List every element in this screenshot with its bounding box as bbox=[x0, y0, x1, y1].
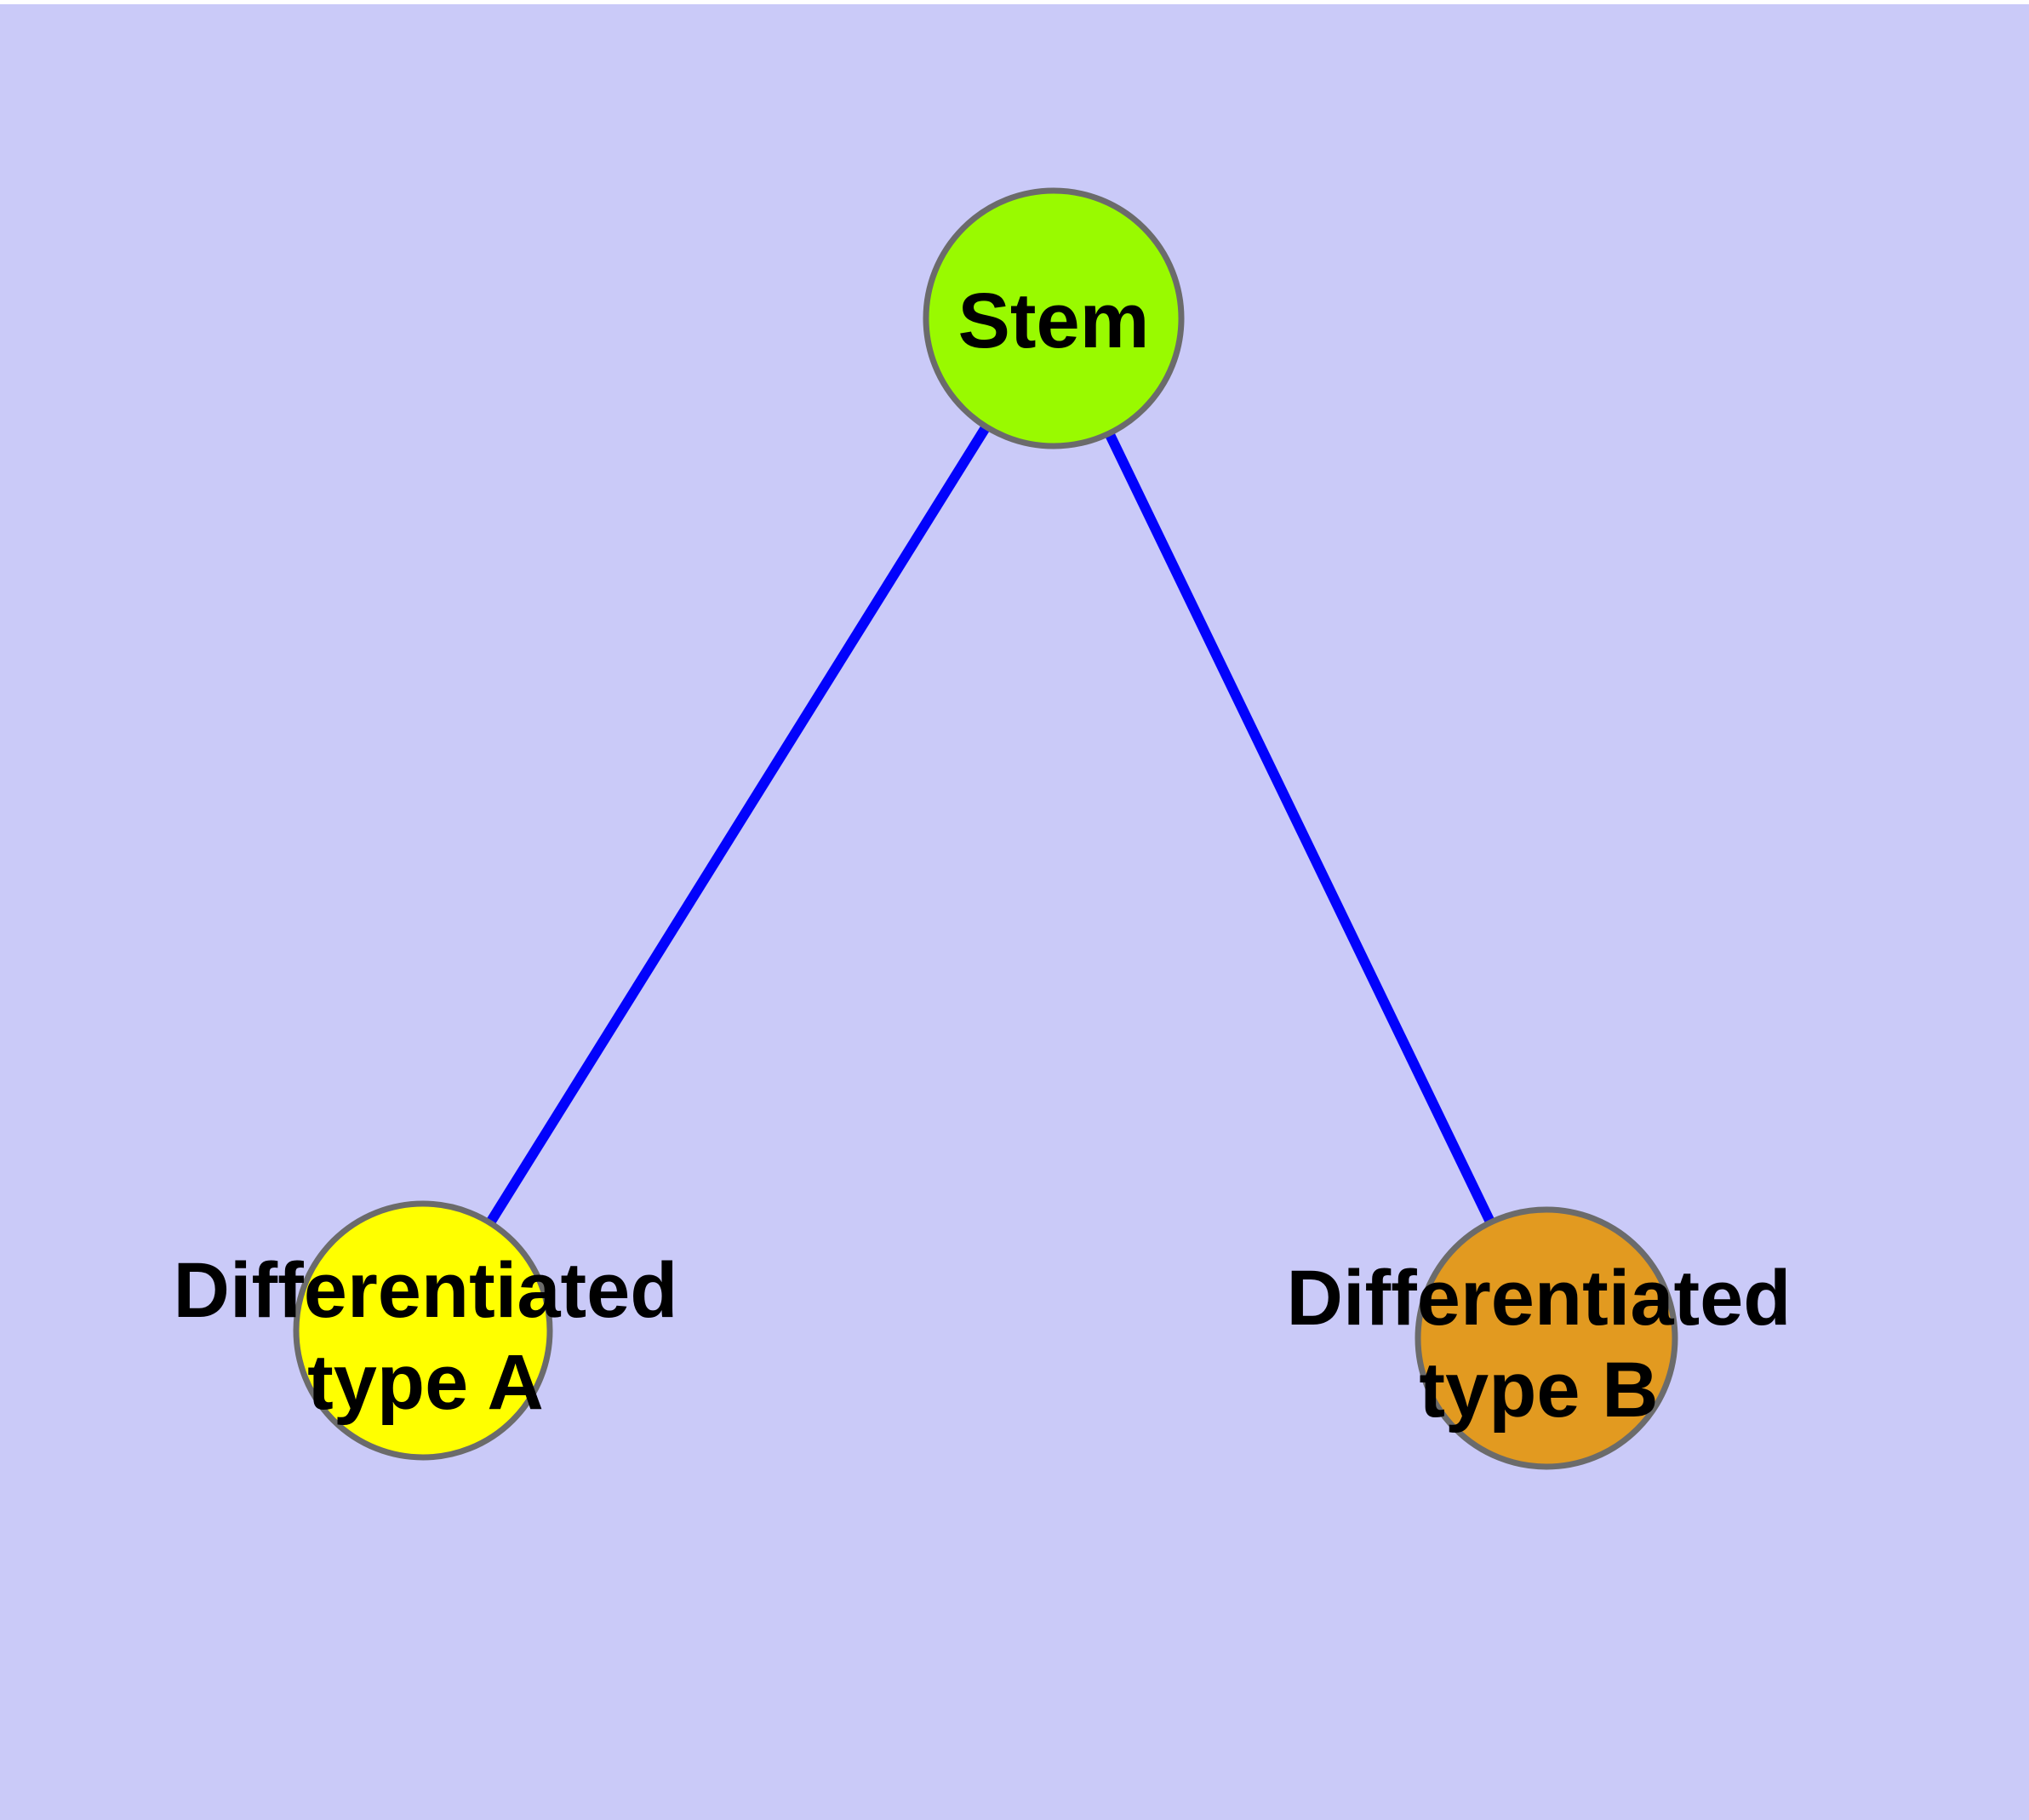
node-type-a-label-line2: type A bbox=[307, 1339, 544, 1426]
node-stem bbox=[923, 187, 1185, 449]
node-differentiated-type-b bbox=[1415, 1206, 1678, 1470]
node-type-b-label-line1: Differentiated bbox=[1287, 1255, 1792, 1342]
node-stem-label: Stem bbox=[958, 278, 1150, 364]
edge-stem-to-type-a bbox=[418, 315, 1059, 1334]
node-type-b-label-line2: type B bbox=[1419, 1347, 1658, 1434]
node-differentiated-type-a bbox=[293, 1200, 553, 1461]
edge-stem-to-type-b bbox=[1049, 316, 1552, 1341]
node-type-a-label-line1: Differentiated bbox=[174, 1247, 678, 1334]
